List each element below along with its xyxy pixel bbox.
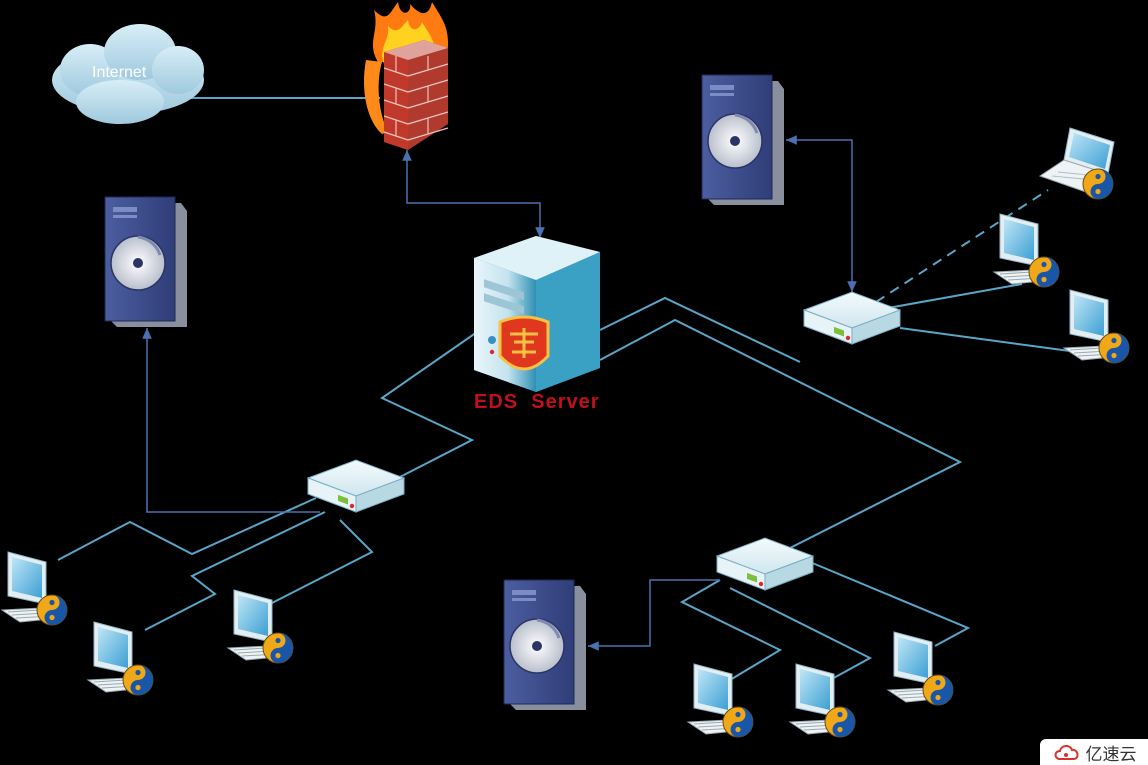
link-switch-bottom-file-server — [588, 579, 720, 651]
workstation-icon — [887, 631, 954, 706]
link-switch-left-client-3 — [269, 519, 374, 605]
link-eds-firewall — [402, 150, 545, 238]
cloud-logo-icon — [1054, 745, 1079, 760]
link-eds-switch-left — [380, 329, 481, 479]
internet-label: Internet — [92, 64, 147, 81]
link-switch-bottom-client-3 — [809, 561, 971, 647]
link-eds-switch-bottom — [599, 318, 963, 549]
switch-icon-right — [803, 291, 901, 345]
management-links — [142, 135, 857, 651]
firewall-icon — [363, 2, 449, 150]
link-switch-right-client-3 — [899, 327, 1093, 355]
storage-server-icon-top-right — [700, 73, 786, 207]
link-switch-bottom-client-2 — [729, 587, 873, 681]
laptop-icon — [1039, 127, 1115, 200]
eds-server-label: EDS Server — [474, 391, 600, 413]
watermark-text: 亿速云 — [1085, 744, 1137, 765]
watermark: 亿速云 — [1040, 739, 1148, 765]
link-eds-switch-right — [599, 296, 801, 363]
storage-server-icon-left — [103, 195, 189, 329]
link-switch-left-client-2 — [144, 511, 326, 631]
network-links — [57, 97, 1093, 681]
eds-server-icon — [474, 236, 600, 392]
link-switch-right-file-server — [786, 135, 857, 292]
switch-icon-bottom — [716, 537, 814, 591]
switch-icon-left — [307, 459, 405, 513]
workstation-icon — [993, 213, 1060, 288]
workstation-icon — [87, 621, 154, 696]
storage-server-icon-bottom — [502, 578, 588, 712]
link-switch-left-client-1 — [57, 497, 317, 561]
link-switch-left-file-server — [142, 328, 320, 513]
link-switch-right-client-2 — [887, 283, 1023, 309]
workstation-icon — [789, 663, 856, 738]
workstation-icon — [1, 551, 68, 626]
link-switch-right-laptop — [875, 189, 1049, 303]
workstation-icon — [687, 663, 754, 738]
workstation-icon — [1063, 289, 1130, 364]
workstation-icon — [227, 589, 294, 664]
cloud-icon — [52, 24, 204, 124]
link-switch-bottom-client-1 — [679, 579, 783, 681]
